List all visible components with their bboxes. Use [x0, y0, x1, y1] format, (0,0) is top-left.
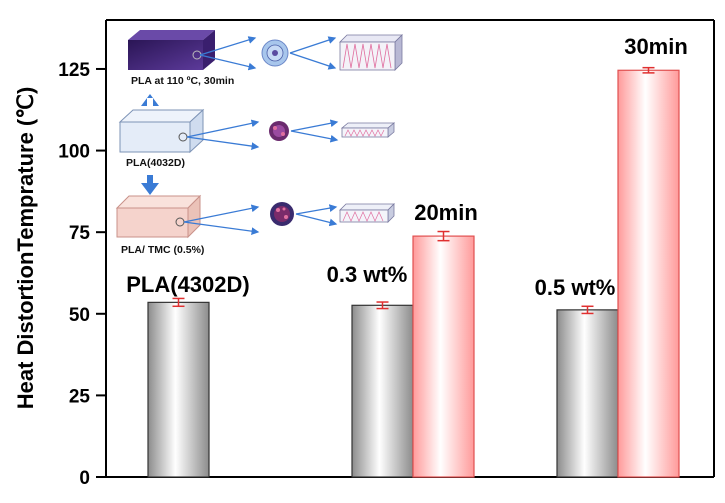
spherulite-small: [269, 121, 289, 141]
arrow-line: [199, 54, 257, 71]
bar-annotation: 20min: [414, 200, 478, 225]
arrow-line: [183, 204, 260, 223]
lamellae-large-block: [339, 34, 403, 71]
inset-label-annealed: PLA at 110 ºC, 30min: [131, 75, 234, 87]
pla-block: [118, 108, 205, 154]
spherulite-nucleated: [270, 202, 294, 226]
y-tick-label: 75: [69, 223, 91, 244]
pla-tmc-block: [115, 194, 202, 239]
spherulite-large: [261, 39, 289, 67]
arrow-line: [183, 221, 260, 235]
arrow-line: [186, 119, 260, 138]
arrow-line: [186, 136, 260, 150]
up-arrow-icon: [141, 94, 159, 106]
bar-pla: [147, 301, 210, 478]
inset-label-pla-tmc: PLA/ TMC (0.5%): [121, 244, 204, 256]
y-tick-label: 100: [58, 142, 90, 163]
arrow-line: [290, 119, 339, 132]
arrow-line: [295, 204, 338, 215]
bar-annotation: 30min: [624, 34, 688, 59]
lamellae-medium-block: [339, 203, 395, 223]
y-tick-label: 0: [79, 468, 90, 489]
bar-annotation: PLA(4302D): [126, 272, 249, 297]
annealed-pla-block: [128, 30, 215, 70]
bar-pla-tmc: [351, 304, 414, 478]
bar-pla-tmc: [556, 309, 619, 478]
arrow-line: [295, 213, 338, 227]
y-tick-label: 125: [58, 60, 90, 81]
bar-annotation: 0.3 wt%: [327, 262, 408, 287]
arrow-line: [289, 36, 337, 54]
y-tick-label: 50: [69, 305, 90, 326]
lamellae-thin-block: [340, 122, 396, 138]
bar-pla-tmc-annealed: [617, 69, 680, 478]
bar-annotation: 0.5 wt%: [535, 275, 616, 300]
arrow-line: [290, 130, 339, 143]
down-arrow-icon: [141, 175, 159, 195]
arrow-line: [199, 36, 257, 56]
inset-schematic: PLA at 110 ºC, 30min PLA(4032D): [115, 30, 403, 256]
bars-layer: [147, 66, 680, 478]
y-tick-label: 25: [69, 386, 91, 407]
annotations-layer: PLA(4302D) 0.3 wt% 20min 0.5 wt% 30min: [126, 34, 688, 300]
y-ticks: 0 25 50 75 100 125: [58, 60, 106, 489]
arrow-line: [289, 52, 337, 70]
bar-pla-tmc-annealed: [412, 235, 475, 478]
inset-label-pla: PLA(4032D): [126, 157, 185, 169]
y-axis-label: Heat DistortionTemprature (℃): [13, 87, 38, 410]
